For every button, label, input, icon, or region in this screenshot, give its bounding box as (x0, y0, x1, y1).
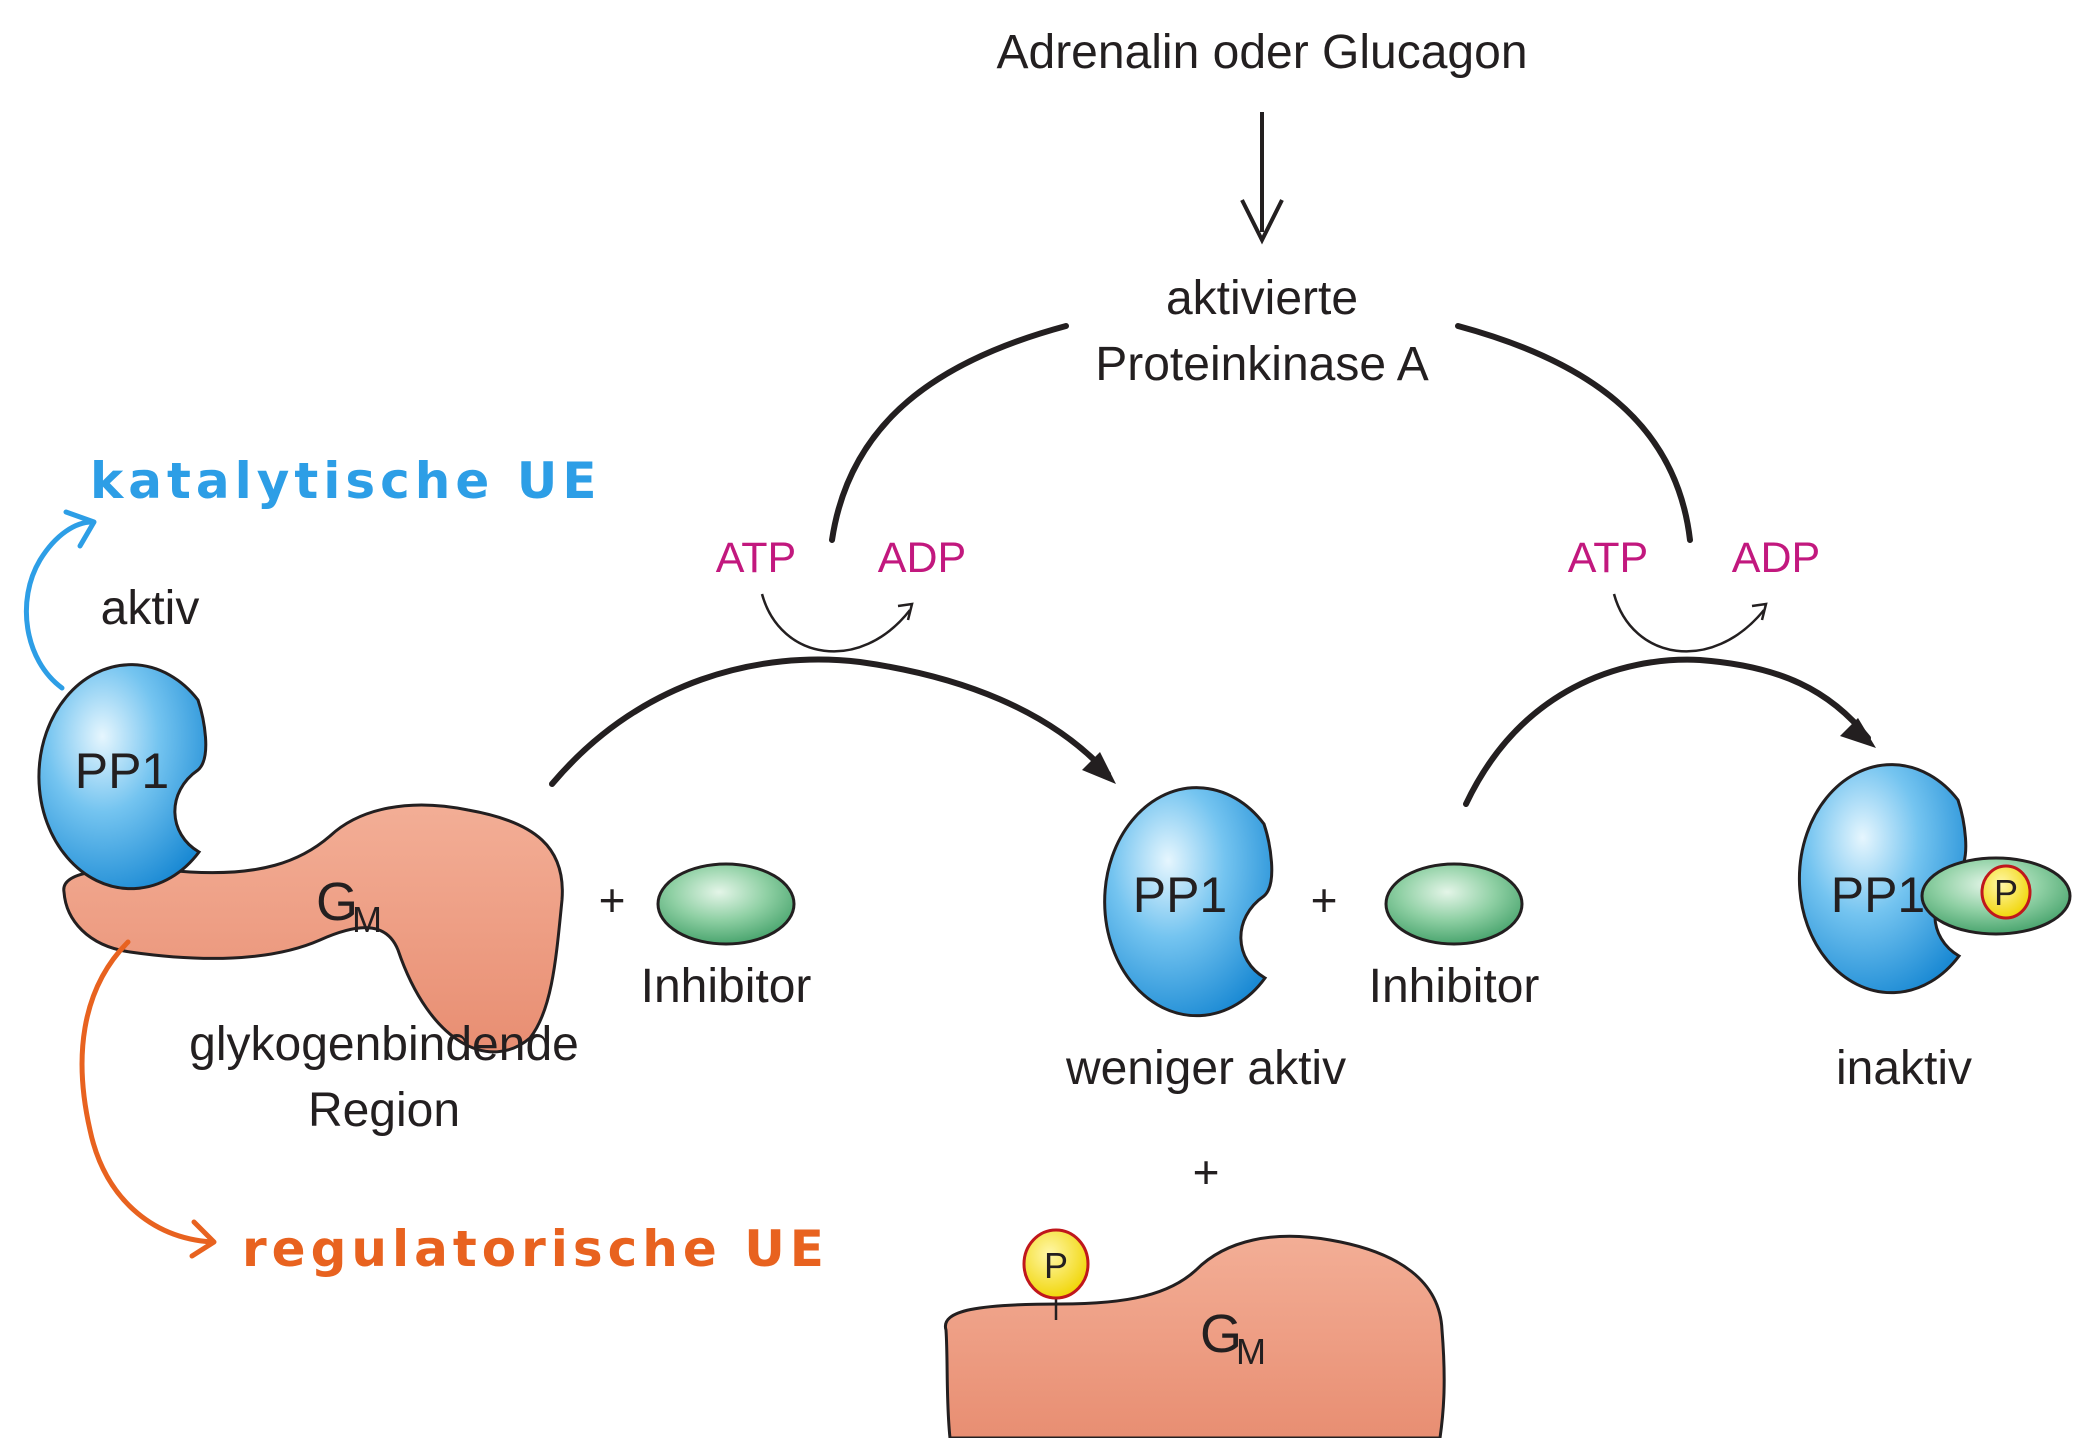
pp1-label-right: PP1 (1831, 867, 1926, 923)
inhibitor-label-left: Inhibitor (641, 960, 812, 1013)
kinase-label-line1: aktivierte (1166, 272, 1358, 325)
atp-label-right: ATP (1568, 534, 1648, 582)
phosphate-on-gm: P (1022, 1228, 1090, 1320)
kinase-label-line2: Proteinkinase A (1095, 338, 1429, 391)
pp1-label-left: PP1 (75, 743, 170, 799)
gm-phosphorylated: G M (943, 1234, 1446, 1440)
reaction-arrow-1 (549, 656, 1116, 787)
signal-arrow (1240, 112, 1284, 245)
regulatory-annotation-arrow (79, 939, 217, 1259)
phosphate-label-gm: P (1044, 1245, 1068, 1286)
state-active-label: aktiv (101, 582, 200, 635)
adp-label-right: ADP (1732, 534, 1820, 582)
catalytic-annotation-label: katalytische UE (90, 452, 601, 510)
atp-adp-arrow-left (760, 593, 914, 653)
gm-label-bottom: G (1200, 1304, 1242, 1364)
pp1-catalytic-subunit-left: PP1 (37, 663, 208, 891)
inhibitor-middle (1384, 862, 1524, 946)
glycogen-region-line2: Region (308, 1084, 460, 1137)
gm-label-left: G (316, 872, 358, 932)
state-less-active-label: weniger aktiv (1065, 1042, 1346, 1095)
pp1-label-middle: PP1 (1133, 867, 1228, 923)
regulatory-annotation-label: regulatorische UE (242, 1220, 829, 1278)
atp-label-left: ATP (716, 534, 796, 582)
phosphate-label-inhibitor: P (1994, 872, 2018, 913)
adp-label-left: ADP (878, 534, 966, 582)
plus-sign-2: + (1311, 874, 1338, 926)
glycogen-region-line1: glykogenbindende (189, 1018, 579, 1071)
reaction-arrow-2 (1463, 656, 1876, 807)
pp1-inactive: PP1 (1797, 763, 1968, 995)
gm-subscript-bottom: M (1236, 1331, 1266, 1372)
gm-regulatory-subunit-left: G M (62, 803, 564, 1054)
signal-label: Adrenalin oder Glucagon (996, 26, 1527, 79)
phosphate-on-inhibitor: P (1980, 864, 2032, 920)
catalytic-annotation-arrow (23, 509, 97, 691)
inhibitor-label-middle: Inhibitor (1369, 960, 1540, 1013)
gm-subscript-left: M (352, 899, 382, 940)
inhibitor-left (656, 862, 796, 946)
pp1-less-active: PP1 (1103, 786, 1274, 1018)
atp-adp-arrow-right (1612, 593, 1768, 653)
plus-sign-3: + (1193, 1146, 1220, 1198)
state-inactive-label: inaktiv (1836, 1042, 1972, 1095)
kinase-arc-left (829, 323, 1069, 543)
kinase-arc-right (1455, 323, 1693, 543)
plus-sign-1: + (599, 874, 626, 926)
